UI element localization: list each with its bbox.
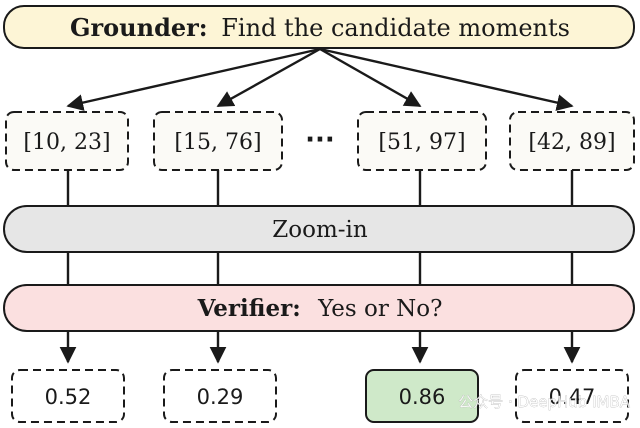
grounder-text: Grounder: Find the candidate moments xyxy=(70,13,570,42)
score-boxes: 0.52 0.29 0.86 0.47 xyxy=(11,369,629,423)
ellipsis: ··· xyxy=(305,125,335,155)
arrow-grounder-to-candidate-3 xyxy=(319,47,422,108)
candidate-to-score-lines xyxy=(59,170,581,364)
verifier-question: Yes or No? xyxy=(317,296,442,322)
watermark-text: 公众号 · DeepHub IMBA xyxy=(458,393,631,411)
candidate-box: [15, 76] xyxy=(153,111,283,171)
score-box-outline xyxy=(11,369,125,423)
score-value: 0.52 xyxy=(45,385,92,409)
zoom-in-label: Zoom-in xyxy=(272,217,368,243)
score-box: 0.29 xyxy=(163,369,277,423)
grounder-description: Find the candidate moments xyxy=(221,14,570,42)
score-box-outline xyxy=(515,369,629,423)
candidate-box: [51, 97] xyxy=(357,111,487,171)
score-value: 0.86 xyxy=(399,385,446,409)
verifier-bar-background xyxy=(3,284,635,332)
verifier-bar: Verifier: Yes or No? xyxy=(3,284,635,332)
candidate-label: [10, 23] xyxy=(23,130,110,155)
candidate-box-outline xyxy=(153,111,283,171)
candidate-box-outline xyxy=(5,111,129,171)
zoom-in-bar-background xyxy=(3,205,635,253)
score-box-highlighted: 0.86 xyxy=(365,369,479,423)
candidate-box: [10, 23] xyxy=(5,111,129,171)
score-box: 0.52 xyxy=(11,369,125,423)
score-box-outline xyxy=(365,369,479,423)
candidate-box-outline xyxy=(357,111,487,171)
grounder-arrows xyxy=(66,47,574,111)
zoom-in-bar: Zoom-in xyxy=(3,205,635,253)
verifier-text: Verifier: Yes or No? xyxy=(197,295,443,322)
arrow-grounder-to-candidate-2 xyxy=(216,47,321,108)
arrow-grounder-to-candidate-4 xyxy=(319,47,574,111)
score-box: 0.47 xyxy=(515,369,629,423)
verifier-bold-label: Verifier: xyxy=(197,295,301,322)
score-box-outline xyxy=(163,369,277,423)
candidate-boxes: [10, 23] [15, 76] [51, 97] [42, 89] ··· xyxy=(5,111,635,171)
grounder-box: Grounder: Find the candidate moments xyxy=(3,5,635,49)
candidate-label: [51, 97] xyxy=(378,130,465,155)
grounder-bold-label: Grounder: xyxy=(70,13,208,42)
candidate-label: [15, 76] xyxy=(174,130,261,155)
score-value: 0.29 xyxy=(197,385,244,409)
score-value: 0.47 xyxy=(549,385,596,409)
candidate-box-outline xyxy=(509,111,635,171)
candidate-label: [42, 89] xyxy=(528,130,615,155)
arrow-grounder-to-candidate-1 xyxy=(66,47,321,111)
candidate-box: [42, 89] xyxy=(509,111,635,171)
